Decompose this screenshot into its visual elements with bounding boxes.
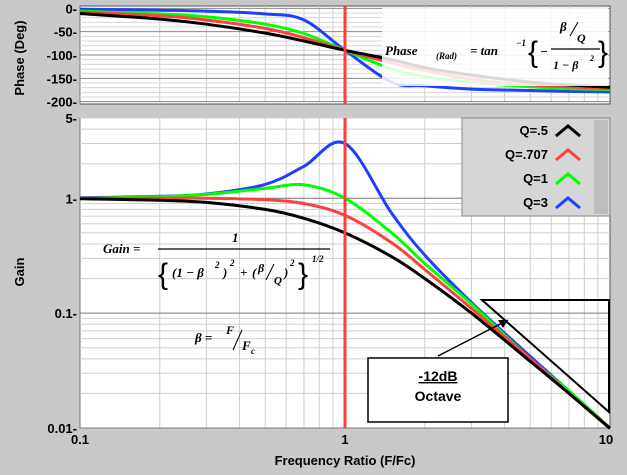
svg-text:c: c [251,346,255,356]
legend-label-q0707: Q=.707 [505,147,548,162]
gain-series-Q=.707 [79,196,611,430]
svg-text:2: 2 [229,258,235,268]
phase-ytick-50: -50- [54,25,77,40]
svg-text:1: 1 [232,230,239,245]
svg-text:2: 2 [214,260,220,270]
gain-ytick-5: 5- [65,111,77,126]
svg-text:β: β [559,19,567,34]
gain-xlabel: Frequency Ratio (F/Fc) [275,453,416,468]
phase-ytick-200: -200- [47,95,77,110]
gain-series-Q=.5 [79,197,611,430]
gain-ytick-0.1: 0.1- [55,306,77,321]
gain-xtick-10: 10 [599,432,613,447]
phase-ytick-150: -150- [47,71,77,86]
svg-text:2: 2 [589,54,594,63]
svg-text:+: + [240,265,247,280]
legend-label-q3: Q=3 [523,195,548,210]
phase-ytick-100: -100- [47,48,77,63]
phase-series-Q=3 [79,7,611,94]
svg-text:= tan: = tan [470,43,498,58]
gain-xtick-0.1: 0.1 [71,432,89,447]
gain-curves [79,140,612,430]
svg-text:Q: Q [577,31,586,45]
svg-text:(: ( [252,265,258,280]
svg-text:Gain =: Gain = [103,241,140,256]
svg-text:−: − [540,44,548,59]
svg-text:2: 2 [289,258,295,268]
gain-xtick-1: 1 [341,432,348,447]
svg-text:−1: −1 [516,38,526,48]
legend: Q=.5 Q=.707 Q=1 Q=3 [461,117,611,217]
svg-text:F: F [225,323,234,337]
svg-text:β =: β = [194,330,212,345]
svg-text:}: } [598,36,608,69]
slope-note-line2: Octave [415,388,462,404]
legend-label-q05: Q=.5 [519,123,548,138]
legend-swatch-Q=.707 [555,148,581,162]
phase-series-Q=1 [79,9,611,91]
phase-ytick-0: 0- [65,1,77,16]
gain-ytick-1: 1- [65,191,77,206]
slope-arrow [437,319,509,357]
slope-triangle [479,299,610,415]
phase-ylabel: Phase (Deg) [12,20,27,95]
legend-swatch-Q=3 [555,196,581,210]
svg-text:β: β [257,261,265,275]
legend-box [461,117,611,217]
legend-label-q1: Q=1 [523,171,548,186]
svg-text:{: { [528,36,538,69]
gain-ylabel: Gain [12,257,27,286]
legend-swatch-Q=1 [555,172,581,186]
slope-note-box [367,357,509,423]
svg-text:1 − β: 1 − β [553,58,579,72]
slope-arrowhead [498,320,508,328]
legend-scrollbar[interactable] [594,120,608,214]
svg-text:): ) [222,265,227,280]
svg-text:}: } [298,258,308,291]
gain-formula: Gain = 1 { (1 − β 2 ) 2 + ( β Q ) 2 } 1/… [103,230,330,291]
legend-swatch-Q=.5 [555,124,581,138]
beta-formula: β = F F c [194,323,255,356]
svg-text:): ) [283,265,288,280]
svg-text:(Rad): (Rad) [436,51,457,61]
svg-text:F: F [241,338,251,353]
slope-note-line1: -12dB [419,368,458,384]
phase-formula: Phase (Rad) = tan −1 { − β Q 1 − β 2 } [382,8,608,86]
svg-text:Phase: Phase [385,43,418,58]
svg-text:1/2: 1/2 [312,254,324,264]
svg-text:(1 − β: (1 − β [172,265,204,280]
svg-text:Q: Q [274,275,282,287]
svg-text:{: { [158,258,168,291]
gain-ytick-0.01: 0.01- [47,421,77,436]
